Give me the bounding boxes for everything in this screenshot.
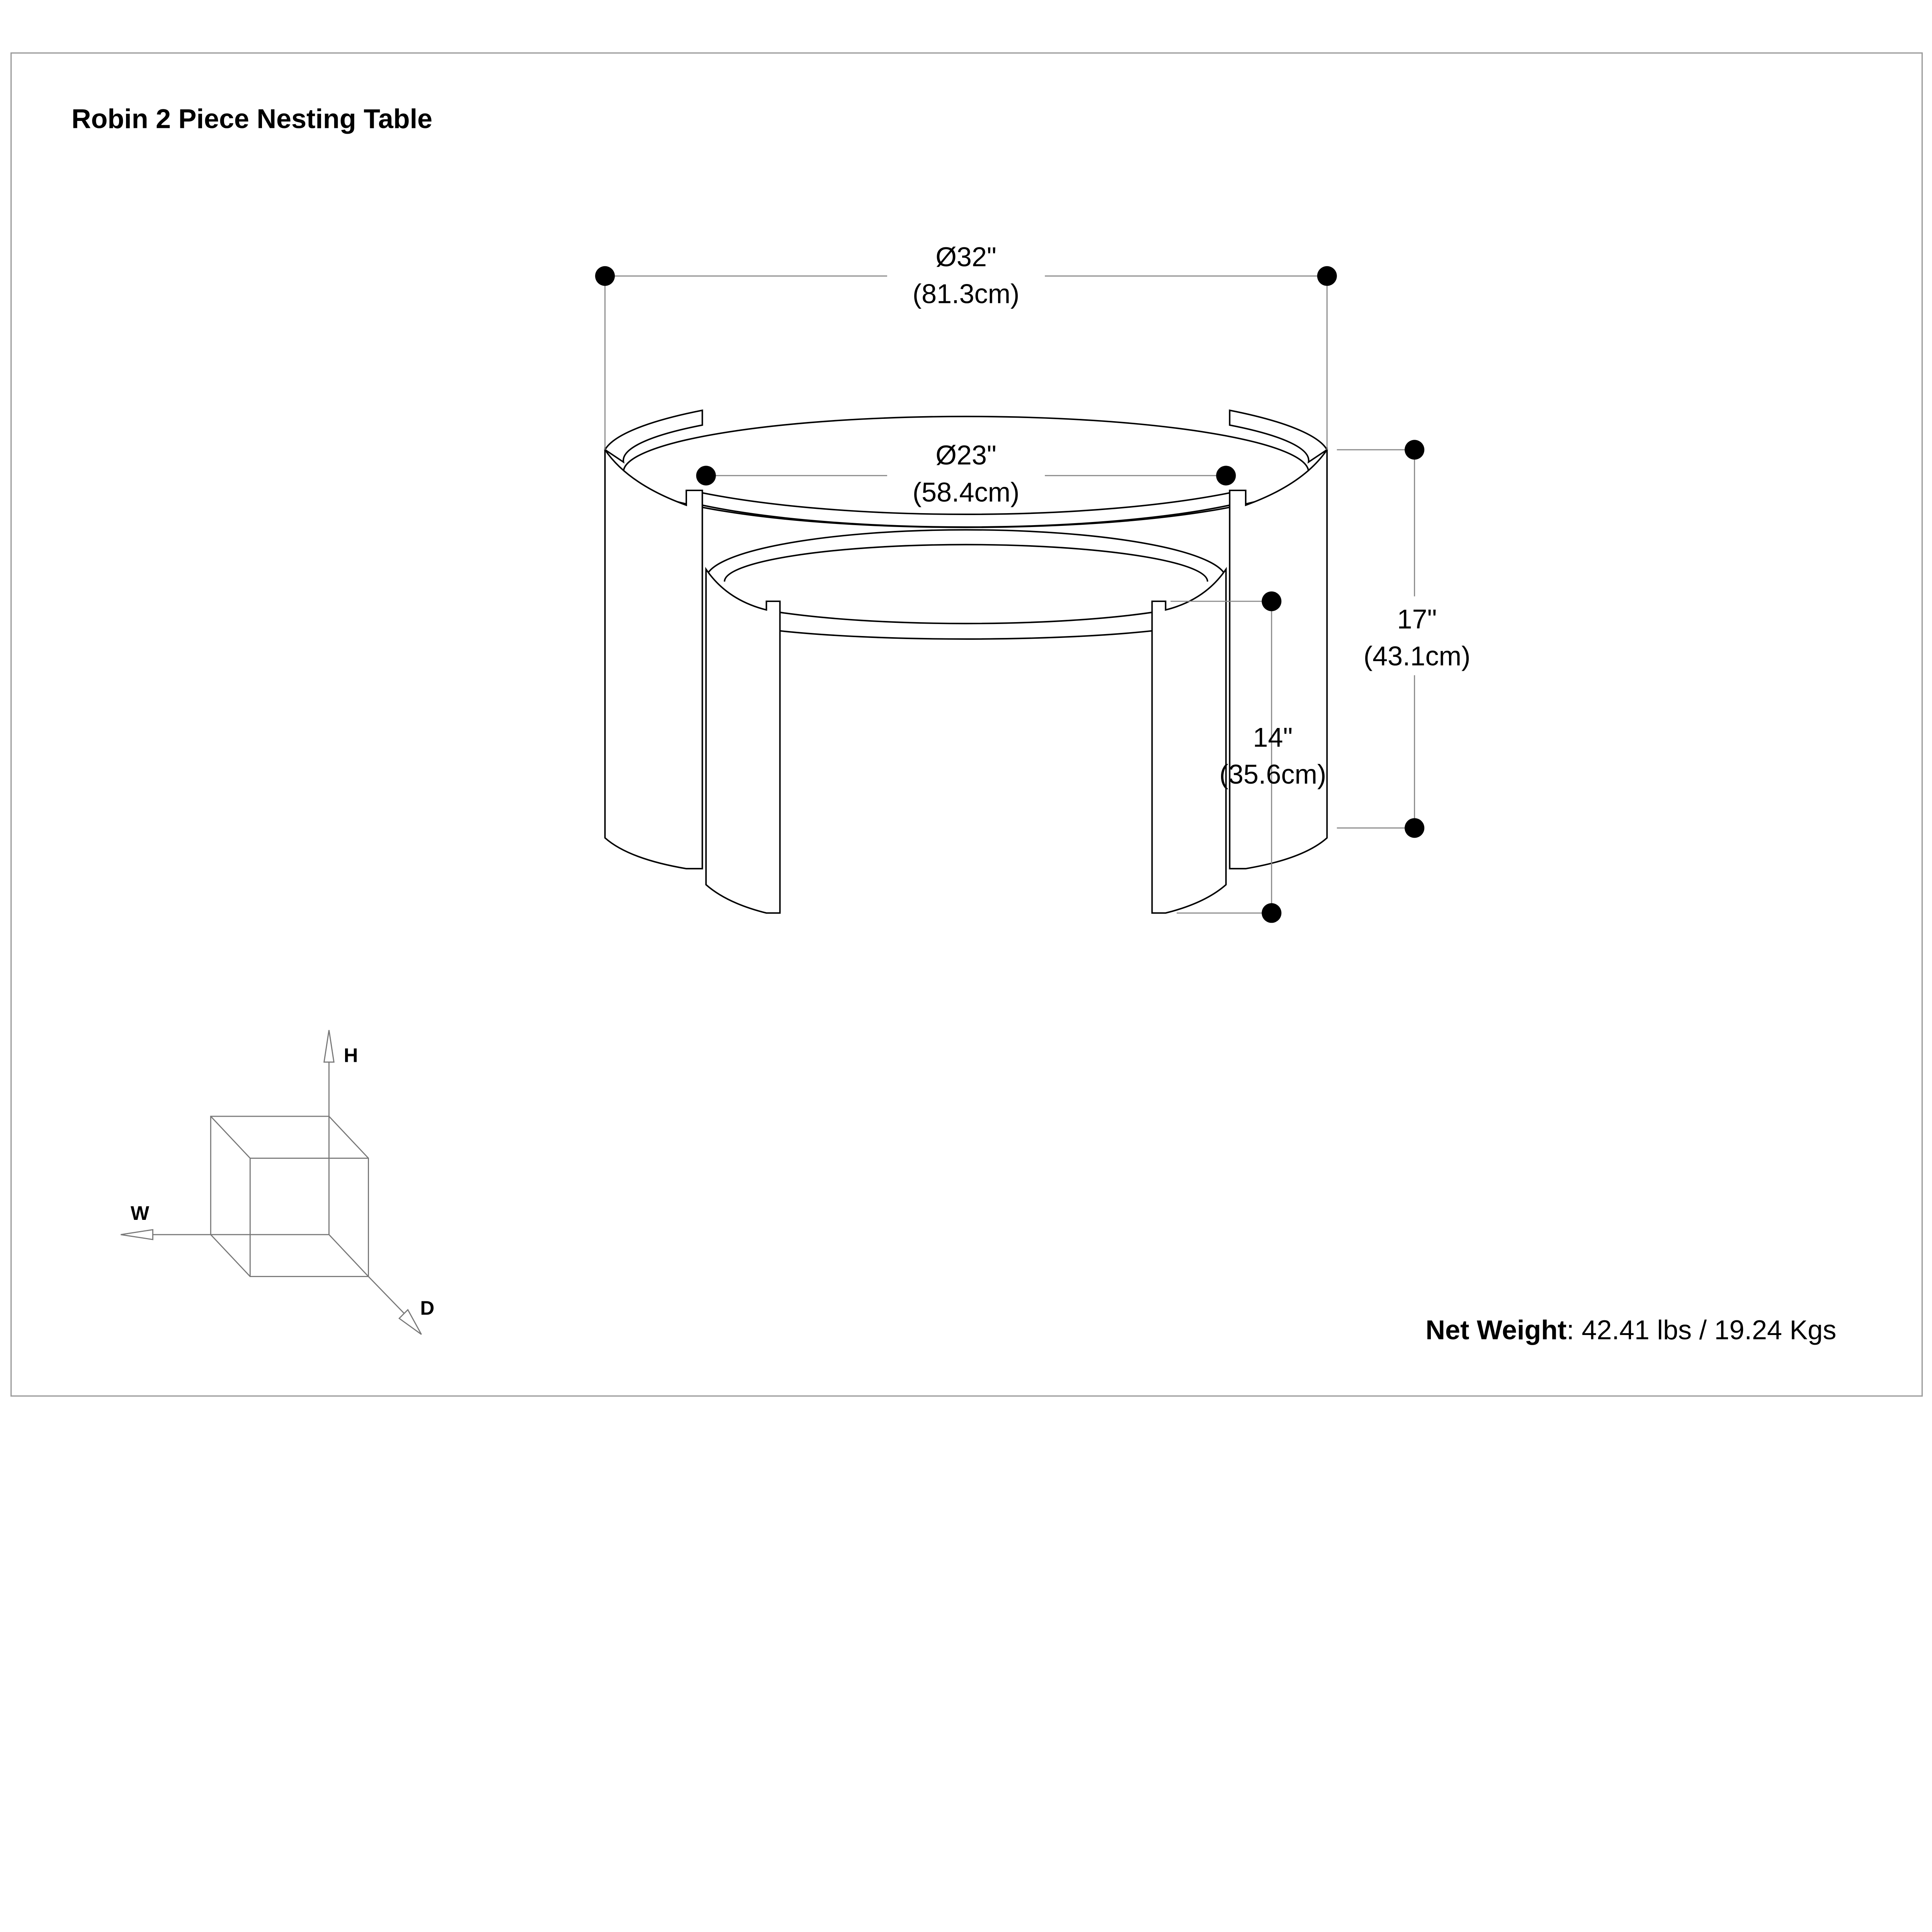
- outer-diameter-cm: (81.3cm): [913, 278, 1020, 309]
- inner-diameter-cm: (58.4cm): [913, 477, 1020, 507]
- axis-cube-icon: H W D: [121, 1030, 434, 1335]
- net-weight-label: Net Weight: [1425, 1315, 1566, 1345]
- outer-diameter-dimension: Ø32" (81.3cm): [595, 236, 1337, 450]
- small-height-dimension: 14" (35.6cm): [1170, 591, 1327, 923]
- large-height-cm: (43.1cm): [1364, 641, 1471, 671]
- spec-sheet: Robin 2 Piece Nesting Table Ø32" (81.3cm…: [10, 52, 1923, 1397]
- inner-diameter-in: Ø23": [935, 440, 996, 470]
- large-height-in: 17": [1397, 604, 1437, 634]
- outer-diameter-in: Ø32": [935, 242, 996, 272]
- net-weight: Net Weight: 42.41 lbs / 19.24 Kgs: [1425, 1315, 1836, 1345]
- page-border: [10, 52, 1923, 1397]
- small-height-cm: (35.6cm): [1219, 759, 1327, 789]
- small-height-in: 14": [1253, 722, 1293, 752]
- large-table-drawing: [604, 409, 1328, 869]
- net-weight-value: : 42.41 lbs / 19.24 Kgs: [1566, 1315, 1836, 1345]
- axis-w-label: W: [131, 1202, 150, 1224]
- inner-diameter-dimension: Ø23" (58.4cm): [696, 436, 1236, 510]
- axis-d-label: D: [420, 1297, 434, 1319]
- large-height-dimension: 17" (43.1cm): [1337, 440, 1479, 838]
- small-table-drawing: [705, 529, 1227, 914]
- product-title: Robin 2 Piece Nesting Table: [71, 104, 432, 134]
- axis-h-label: H: [344, 1044, 358, 1066]
